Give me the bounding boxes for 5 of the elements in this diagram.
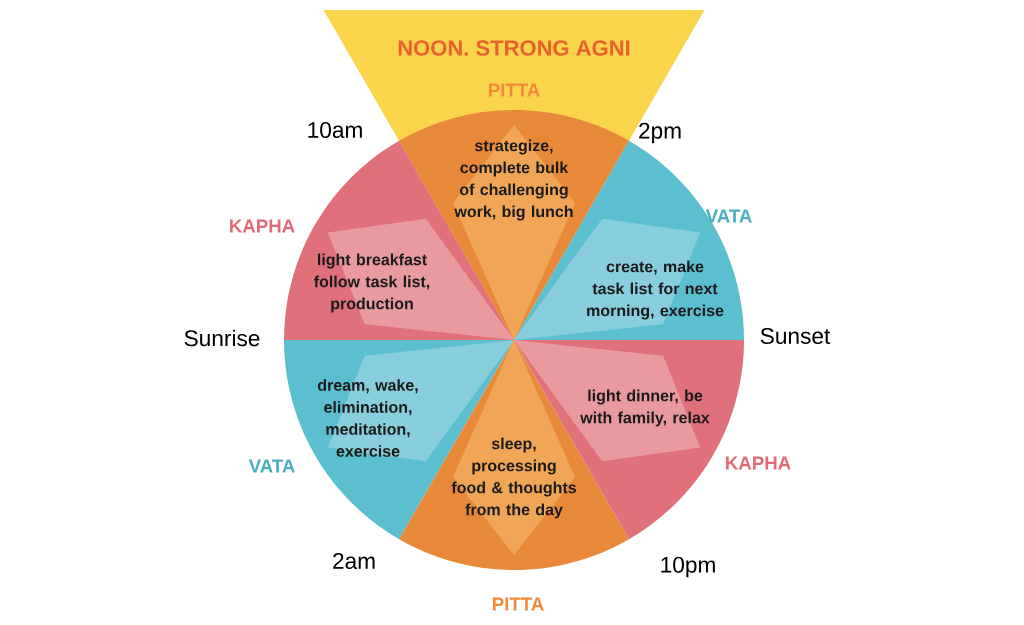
time-label: 10pm	[661, 556, 715, 578]
time-label: Sunrise	[184, 329, 260, 347]
time-label: 2am	[333, 553, 375, 570]
time-label: Sunset	[760, 328, 831, 345]
dosha-label: PITTA	[493, 597, 544, 611]
